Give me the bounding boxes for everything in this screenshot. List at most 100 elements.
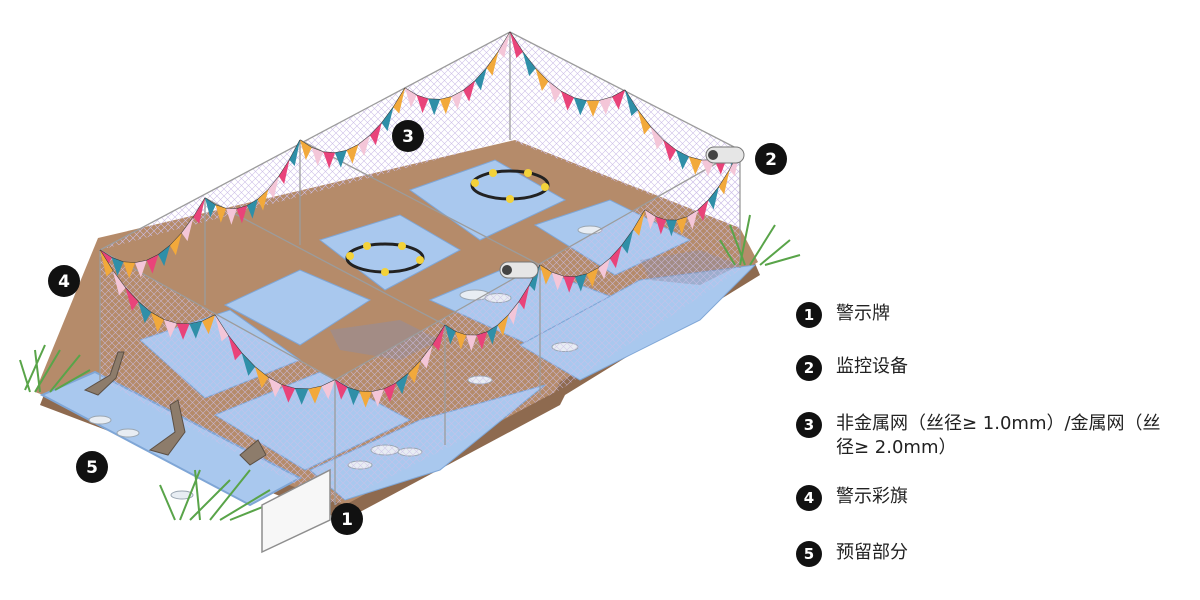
pennant-flag <box>228 335 242 361</box>
pennant-flag <box>268 377 282 398</box>
legend-badge: 3 <box>796 412 822 438</box>
pennant-flag <box>586 100 600 117</box>
pennant-flag <box>599 96 613 115</box>
pennant-flag <box>181 217 194 242</box>
pennant-flag <box>247 199 258 219</box>
pennant-flag <box>610 245 622 269</box>
pool-back-left <box>408 159 567 241</box>
fish <box>88 415 112 425</box>
pennant-flag <box>236 205 248 224</box>
legend-item-4: 4 警示彩旗 <box>796 485 1176 511</box>
pennant-flag <box>408 360 421 384</box>
svg-text:1: 1 <box>341 510 353 530</box>
legend-item-5: 5 预留部分 <box>796 541 1176 567</box>
marker-3: 3 <box>392 120 424 152</box>
legend-badge: 5 <box>796 541 822 567</box>
pennant-flag <box>215 315 229 342</box>
pennant-flag <box>215 204 227 223</box>
pennant-flag <box>621 229 634 254</box>
pennant-flag <box>295 388 309 405</box>
pennant-flag <box>138 301 152 324</box>
fish <box>170 490 194 500</box>
aerator-rings <box>345 169 550 276</box>
pennant-flag <box>455 331 467 350</box>
net-left-wall <box>100 250 335 505</box>
pennant-flag <box>158 245 170 267</box>
legend-label: 监控设备 <box>836 356 908 377</box>
pennant-flag <box>676 216 688 235</box>
legend-badge: 2 <box>796 355 822 381</box>
svg-text:2: 2 <box>765 150 777 170</box>
legend-item-3: 3 非金属网（丝径≥ 1.0mm）/金属网（丝径≥ 2.0mm） <box>796 412 1176 460</box>
pennant-flag <box>510 32 523 58</box>
pennant-flag <box>146 254 159 274</box>
pennant-flag <box>575 274 587 292</box>
heron <box>239 439 267 466</box>
pennant-flag <box>123 261 135 279</box>
pennant-flag <box>676 150 689 170</box>
pennant-flag <box>112 270 126 296</box>
pennant-flag <box>637 110 651 135</box>
svg-text:3: 3 <box>402 127 414 147</box>
pennant-flag <box>255 366 269 389</box>
pennant-flag <box>428 99 440 116</box>
pennant-flag <box>359 391 372 408</box>
legend-item-1: 1 警示牌 <box>796 302 1176 328</box>
pennant-flag <box>522 51 536 77</box>
legend-label: 非金属网（丝径≥ 1.0mm）/金属网（丝径≥ 2.0mm） <box>836 413 1161 458</box>
pennant-flag <box>358 135 370 157</box>
pennant-flag <box>650 126 664 150</box>
pennant-flag <box>125 287 139 311</box>
pennant-flag <box>655 216 667 235</box>
pennant-flag <box>100 250 113 277</box>
pennant-flag <box>486 51 499 76</box>
pennant-flag <box>300 140 312 160</box>
pennant-flag <box>321 380 335 400</box>
pennant-flag <box>633 210 645 236</box>
pennant-flag <box>176 323 190 340</box>
legend-label: 预留部分 <box>836 542 908 563</box>
pennant-flag <box>151 312 164 333</box>
legend-badge: 4 <box>796 485 822 511</box>
pennant-flag <box>463 80 475 102</box>
pennant-flag <box>347 387 360 406</box>
pennant-flag <box>189 321 203 339</box>
pennant-flag <box>625 90 638 117</box>
pennant-flag <box>612 90 625 110</box>
pennant-flag <box>205 198 216 218</box>
svg-text:4: 4 <box>58 272 70 292</box>
pennant-flag <box>308 386 322 404</box>
pennant-flag <box>170 233 182 256</box>
pennant-flag <box>311 147 324 166</box>
pennant-flag <box>573 97 587 116</box>
marker-4: 4 <box>48 265 80 297</box>
pennant-flag <box>432 325 445 351</box>
pennant-flag <box>135 260 147 278</box>
fish <box>116 428 140 438</box>
grass-clumps <box>19 214 801 521</box>
pool-mid-center <box>318 214 462 291</box>
pennant-flag <box>551 272 564 291</box>
surveillance-camera <box>499 261 539 279</box>
pennant-flag <box>466 335 477 352</box>
marker-2: 2 <box>755 143 787 175</box>
pennant-flag <box>508 301 519 325</box>
pennant-flag <box>278 159 290 185</box>
pennant-flag <box>451 90 464 110</box>
pennant-flag <box>111 257 124 276</box>
pennant-flag <box>289 140 300 166</box>
pennant-flag <box>718 170 730 195</box>
legend-item-2: 2 监控设备 <box>796 355 1176 381</box>
pennant-flag <box>405 88 417 108</box>
pennant-flag <box>193 198 205 224</box>
pennant-flag <box>268 176 279 199</box>
pennant-flag <box>396 373 409 395</box>
pennant-flag <box>475 67 487 91</box>
pennant-flag <box>420 344 433 369</box>
legend-label: 警示牌 <box>836 303 890 324</box>
pennant-flag <box>645 210 656 230</box>
pennant-flag <box>535 68 549 91</box>
pennant-flag <box>666 220 677 237</box>
pennant-flag <box>226 208 237 225</box>
